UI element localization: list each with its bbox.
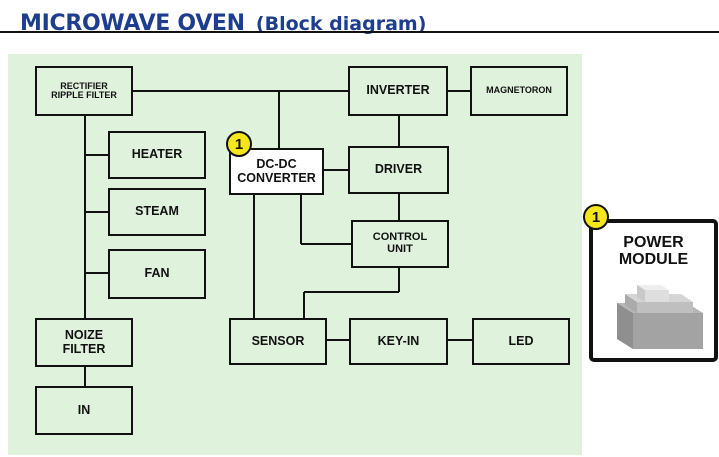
sensor-block: SENSOR (229, 318, 327, 365)
led-block: LED (472, 318, 570, 365)
power-module-icon (617, 285, 703, 349)
power-module-card: POWER MODULE (589, 219, 718, 362)
dcdc-label: DC-DC CONVERTER (237, 157, 316, 185)
fan-label: FAN (144, 266, 170, 281)
noise-filter-block: NOIZE FILTER (35, 318, 133, 367)
driver-block: DRIVER (348, 146, 449, 194)
driver-label: DRIVER (374, 162, 423, 177)
noise-filter-label: NOIZE FILTER (62, 328, 106, 356)
key-in-label: KEY-IN (377, 333, 420, 348)
rectifier-ripple-filter-block: RECTIFIER RIPPLE FILTER (35, 66, 133, 116)
control-unit-block: CONTROL UNIT (351, 220, 449, 268)
inverter-block: INVERTER (348, 66, 448, 116)
led-label: LED (508, 333, 534, 348)
control-unit-label: CONTROL UNIT (372, 231, 428, 255)
heater-block: HEATER (108, 131, 206, 179)
power-module-number-badge: 1 (583, 204, 609, 230)
power-module-label: POWER MODULE (618, 234, 689, 268)
inverter-label: INVERTER (366, 83, 430, 98)
heater-label: HEATER (131, 147, 183, 162)
in-block: IN (35, 386, 133, 435)
fan-block: FAN (108, 249, 206, 299)
key-in-block: KEY-IN (349, 318, 448, 365)
rectifier-label: RECTIFIER RIPPLE FILTER (51, 80, 117, 100)
dcdc-number-badge: 1 (226, 131, 252, 157)
in-label: IN (77, 402, 91, 417)
sensor-label: SENSOR (251, 333, 305, 348)
magnetron-label: MAGNETORON (486, 85, 552, 96)
dcdc-converter-block: DC-DC CONVERTER (229, 148, 324, 195)
steam-block: STEAM (108, 188, 206, 236)
steam-label: STEAM (135, 204, 179, 219)
title-sub: (Block diagram) (255, 13, 427, 35)
title-divider (0, 31, 719, 33)
magnetron-block: MAGNETORON (470, 66, 568, 116)
